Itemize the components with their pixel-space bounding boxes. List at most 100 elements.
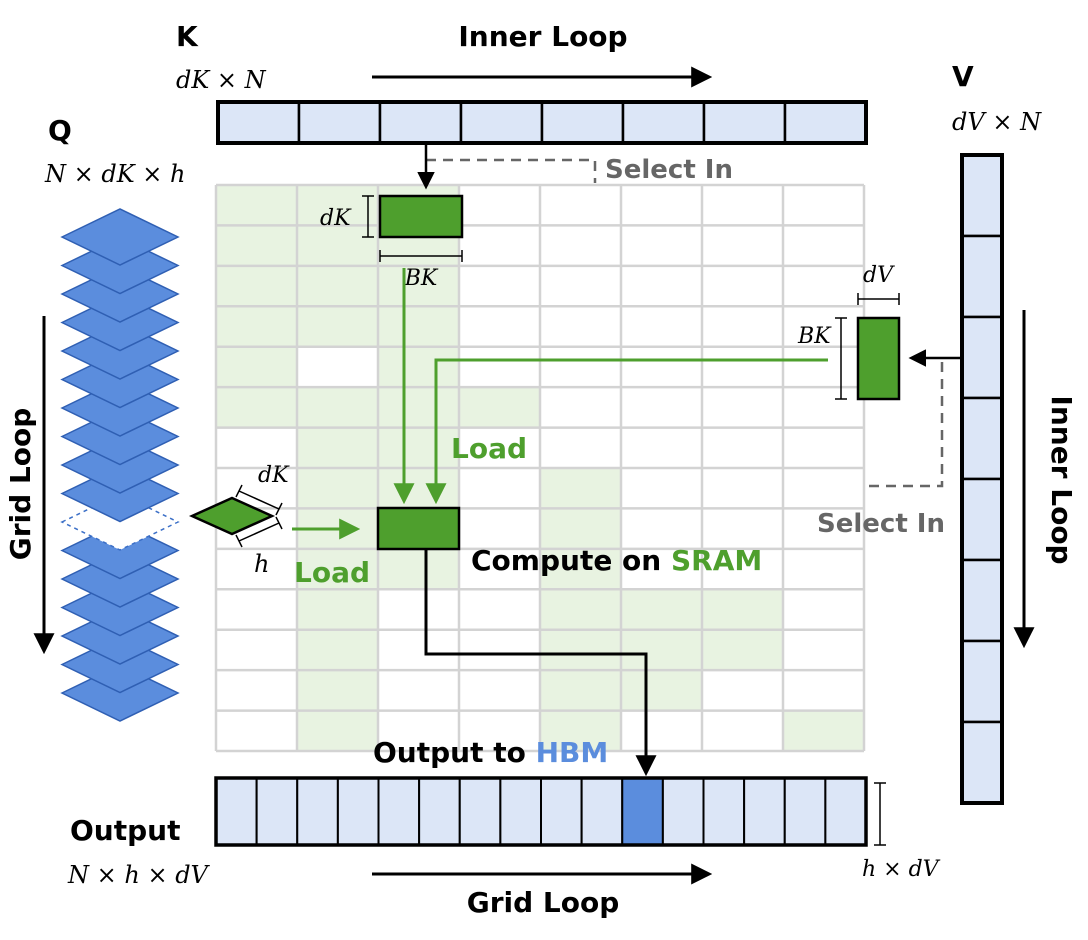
k-block — [378, 194, 464, 239]
v-load-arrow — [425, 358, 828, 505]
grid-loop-left-label: Grid Loop — [4, 408, 37, 561]
output-tensor-border — [214, 776, 868, 847]
output-tensor-cell — [336, 777, 380, 846]
compute-label-prefix: Compute on — [471, 544, 671, 577]
k-dims: dK × N — [176, 66, 267, 94]
grid-highlight-cell — [297, 589, 378, 630]
k-tensor-cell — [378, 100, 463, 145]
grid-highlight-cell — [216, 306, 297, 347]
grid-highlight-cell — [297, 427, 378, 468]
q-block-side-bracket-top — [235, 484, 283, 516]
output-to-hbm-label: Output to HBM — [373, 736, 608, 769]
grid-highlight-cell — [216, 225, 297, 266]
grid-highlight-cell — [540, 710, 621, 751]
inner-loop-right-label: Inner Loop — [1045, 395, 1078, 564]
grid-highlight-cell — [378, 548, 459, 590]
grid-highlight-cell — [378, 468, 459, 509]
k-title: K — [176, 20, 199, 53]
output-tensor-cell — [743, 777, 786, 846]
grid-highlight-cell — [540, 548, 621, 590]
q-dims: N × dK × h — [44, 160, 185, 188]
grid-highlight-cell — [378, 265, 459, 307]
v-tensor-cell — [960, 153, 1004, 238]
q-title: Q — [48, 114, 72, 147]
grid-highlight-cell — [297, 185, 378, 226]
k-tensor-cell — [297, 100, 382, 145]
output-tensor-cell — [458, 777, 502, 846]
grid-highlight-cell — [783, 710, 864, 751]
k-block-height-bracket — [362, 195, 374, 238]
v-block — [856, 316, 901, 401]
output-tensor-cell — [377, 777, 421, 846]
v-block-width-label: dV — [863, 263, 895, 288]
grid-highlight-cell — [378, 346, 459, 388]
select-in-top-label: Select In — [605, 155, 733, 185]
grid-highlight-cell — [297, 710, 378, 751]
grid-highlight-cell — [378, 306, 459, 347]
v-tensor-cell — [960, 234, 1004, 319]
output-tensor-cell — [499, 777, 542, 846]
grid-highlight-cell — [378, 427, 459, 468]
output-label-highlight: HBM — [536, 736, 609, 769]
grid-highlight-cell — [702, 589, 783, 630]
q-layer — [60, 208, 180, 266]
attention-score-grid — [214, 183, 866, 753]
v-tensor-cell — [960, 558, 1004, 643]
output-height-bracket — [874, 782, 886, 846]
output-label-prefix: Output to — [373, 736, 536, 769]
output-tensor-cell — [824, 777, 867, 846]
grid-loop-bottom-label: Grid Loop — [467, 886, 620, 919]
grid-highlight-cell — [216, 265, 297, 307]
q-block-side-bracket-bottom — [235, 516, 283, 548]
output-tensor-cell — [783, 777, 827, 846]
v-tensor — [960, 153, 1004, 805]
k-tensor-cell — [621, 100, 706, 145]
load-left-label: Load — [294, 556, 370, 589]
v-tensor-cell — [960, 477, 1004, 562]
q-tensor-stack — [60, 208, 180, 722]
output-tensor — [214, 776, 868, 847]
grid-highlight-cell — [297, 306, 378, 347]
grid-highlight-cell — [540, 670, 621, 711]
load-top-label: Load — [451, 432, 527, 465]
output-tensor-cell — [418, 777, 461, 846]
q-block-side1-label: dK — [258, 463, 290, 488]
grid-highlight-cell — [297, 225, 378, 266]
select-in-right-path — [866, 362, 944, 488]
output-tensor-cell — [215, 777, 258, 846]
output-tensor-cell — [540, 777, 583, 846]
k-tensor-cell — [702, 100, 787, 145]
output-tensor-cell — [296, 777, 339, 846]
v-block-width-bracket — [857, 293, 900, 305]
inner-loop-top-label: Inner Loop — [458, 20, 627, 53]
compute-block — [376, 506, 461, 551]
grid-highlight-cell — [540, 508, 621, 549]
grid-highlight-cell — [216, 185, 297, 226]
v-tensor-cell — [960, 396, 1004, 481]
v-tensor-cell — [960, 315, 1004, 400]
grid-highlight-cell — [621, 589, 702, 630]
k-tensor-cell — [459, 100, 544, 145]
grid-highlight-cell — [297, 629, 378, 671]
output-tensor-cell — [702, 777, 746, 846]
k-tensor-cell — [216, 100, 301, 145]
k-tensor — [216, 100, 868, 145]
v-block-height-label: BK — [797, 324, 832, 349]
select-in-right-label: Select In — [817, 509, 945, 539]
q-block — [188, 496, 276, 536]
grid-highlight-cell — [540, 468, 621, 509]
k-tensor-border — [216, 100, 868, 145]
grid-highlight-cell — [297, 468, 378, 509]
v-tensor-border — [960, 153, 1004, 805]
compute-label-highlight: SRAM — [671, 544, 762, 577]
output-title: Output — [70, 814, 180, 847]
output-tensor-cell — [661, 777, 705, 846]
output-arrow — [424, 549, 657, 777]
v-dims: dV × N — [952, 108, 1042, 136]
grid-highlight-cell — [378, 387, 459, 428]
grid-highlight-cell — [621, 670, 702, 711]
output-tensor-cell — [255, 777, 299, 846]
k-block-width-label: BK — [404, 266, 439, 291]
output-tensor-cell — [580, 777, 624, 846]
